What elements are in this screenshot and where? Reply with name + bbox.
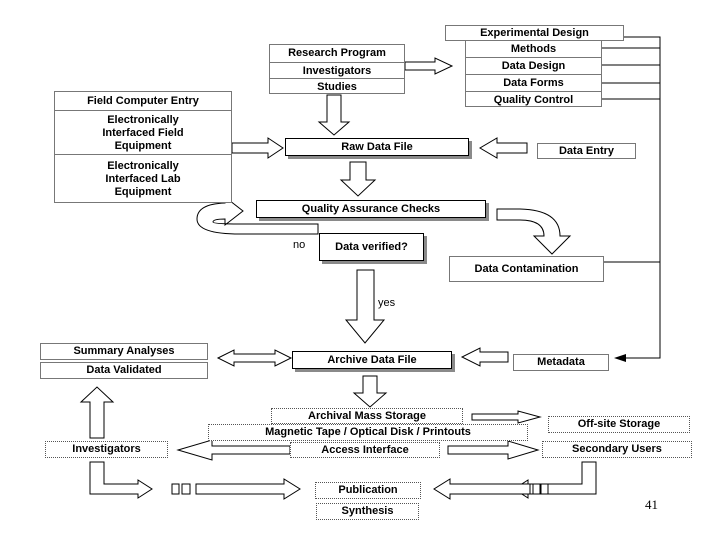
arrow-archive-summary [216, 349, 293, 367]
data-validated-label: Data Validated [86, 364, 162, 376]
access-interface-label: Access Interface [321, 443, 409, 456]
data-design-label: Data Design [466, 57, 601, 75]
arrow-access-to-investigators [176, 439, 291, 461]
arrow-archive-to-storage [352, 375, 388, 408]
data-contamination-label: Data Contamination [474, 262, 579, 275]
arrow-stub-left-1 [181, 483, 191, 495]
qa-checks-box: Quality Assurance Checks [256, 200, 486, 218]
secondary-users-label: Secondary Users [572, 443, 662, 455]
arrow-research-to-design [404, 57, 454, 75]
arrow-field-to-raw [231, 137, 284, 159]
data-entry-label: Data Entry [558, 144, 615, 157]
qa-checks-label: Quality Assurance Checks [301, 202, 441, 215]
raw-data-file-label: Raw Data File [341, 140, 413, 153]
arrow-stub-left-2 [171, 483, 180, 495]
feedback-arrowhead [614, 354, 626, 362]
design-stack: Methods Data Design Data Forms Quality C… [465, 40, 602, 107]
arrow-stub-right-1 [532, 483, 541, 495]
investigators-label: Investigators [270, 62, 404, 79]
arrow-stub-right-2 [540, 483, 549, 495]
data-entry-box: Data Entry [537, 143, 636, 159]
arrow-raw-to-qa [339, 161, 377, 197]
access-interface-box: Access Interface [290, 442, 440, 458]
data-contamination-box: Data Contamination [449, 256, 604, 282]
interfaced-lab-label: Electronically Interfaced Lab Equipment [55, 154, 231, 204]
methods-label: Methods [510, 42, 557, 55]
data-forms-label: Data Forms [466, 74, 601, 92]
experimental-design-label: Experimental Design [480, 26, 589, 39]
data-validated-box: Data Validated [40, 362, 208, 379]
offsite-storage-label: Off-site Storage [577, 418, 661, 430]
arrow-investigators-to-publication [89, 461, 153, 499]
secondary-users-box: Secondary Users [542, 441, 692, 458]
field-computer-entry-label: Field Computer Entry [87, 94, 199, 107]
interfaced-field-label: Electronically Interfaced Field Equipmen… [55, 110, 231, 155]
studies-label: Studies [270, 78, 404, 95]
magnetic-tape-label: Magnetic Tape / Optical Disk / Printouts [265, 426, 471, 438]
arrow-verified-yes [344, 269, 386, 344]
arrow-access-to-secondary [447, 440, 540, 460]
feedback-line [602, 36, 661, 359]
archive-data-file-label: Archive Data File [327, 353, 417, 366]
arrow-investigators-up [79, 386, 115, 439]
field-computer-stack: Field Computer Entry Electronically Inte… [54, 91, 232, 203]
archival-mass-storage-label: Archival Mass Storage [308, 409, 426, 422]
summary-analyses-box: Summary Analyses [40, 343, 208, 360]
archive-data-file-box: Archive Data File [292, 351, 452, 369]
metadata-label: Metadata [537, 356, 585, 368]
arrow-metadata-to-archive [460, 347, 509, 367]
arrow-right-to-publication [433, 478, 531, 500]
summary-analyses-label: Summary Analyses [73, 345, 175, 357]
data-verified-box: Data verified? [319, 233, 424, 261]
magnetic-tape-box: Magnetic Tape / Optical Disk / Printouts [208, 424, 528, 441]
arrow-loop-back [196, 195, 319, 235]
data-verified-label: Data verified? [335, 240, 408, 253]
publication-box: Publication [315, 482, 421, 499]
arrow-research-to-raw [317, 94, 351, 136]
synthesis-box: Synthesis [316, 503, 419, 520]
yes-label: yes [378, 297, 396, 309]
metadata-box: Metadata [513, 354, 609, 371]
arrow-mass-to-offsite [471, 410, 542, 424]
quality-control-label: Quality Control [466, 91, 601, 108]
research-program-label: Research Program [288, 47, 386, 59]
arrow-left-to-publication [195, 478, 301, 500]
no-label: no [293, 239, 306, 251]
investigators-bottom-label: Investigators [72, 443, 141, 455]
publication-label: Publication [338, 484, 398, 496]
investigators-bottom-box: Investigators [45, 441, 168, 458]
research-program-stack: Research Program Investigators Studies [269, 44, 405, 94]
arrow-entry-to-raw [479, 137, 528, 159]
experimental-design-box: Experimental Design [445, 25, 624, 41]
offsite-storage-box: Off-site Storage [548, 416, 690, 433]
raw-data-file-box: Raw Data File [285, 138, 469, 156]
arrow-qa-to-contamination [496, 208, 572, 255]
slide-number: 41 [645, 497, 658, 512]
synthesis-label: Synthesis [341, 505, 394, 517]
archival-mass-storage-box: Archival Mass Storage [271, 408, 463, 424]
